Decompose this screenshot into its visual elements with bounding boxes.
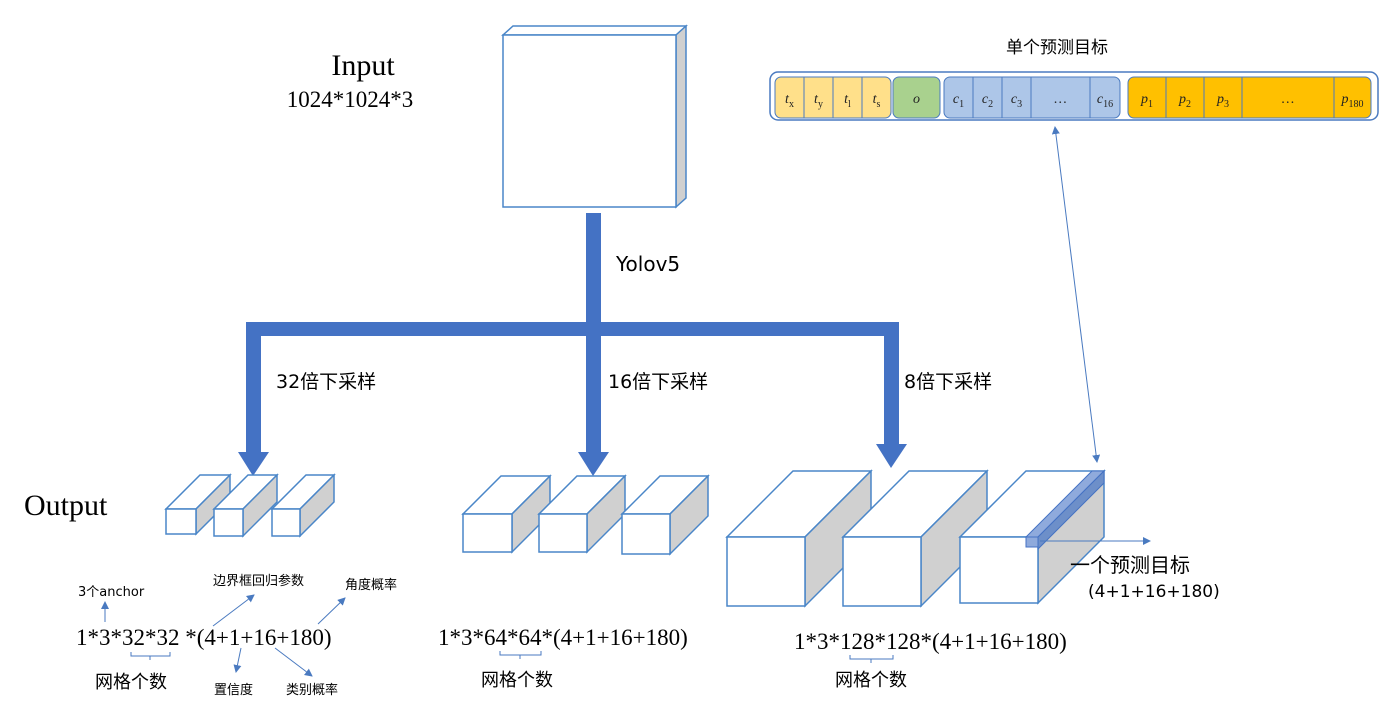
- callout-sum: (4+1+16+180): [1088, 582, 1220, 602]
- prediction-cell: c2: [982, 92, 993, 110]
- annotation-anchor: 3个anchor: [78, 585, 145, 600]
- prediction-cell: p2: [1178, 92, 1191, 110]
- prediction-group-3: c1 c2 c3 … c16: [943, 76, 1121, 119]
- cubes-32x: [164, 473, 336, 538]
- prediction-cell: ty: [814, 92, 823, 110]
- prediction-link-arrow: [1051, 126, 1101, 463]
- prediction-vector: tx ty tl ts o c1 c2 c3 … c16 p1 p2 p3 … p180: [774, 76, 1372, 119]
- annotation-angle: 角度概率: [345, 577, 397, 593]
- prediction-group-4: p1 p2 p3 … p180: [1127, 76, 1372, 119]
- cubes-16x: [461, 474, 710, 556]
- prediction-cell: …: [1282, 92, 1294, 107]
- formula-16x: 1*3*64*64*(4+1+16+180): [438, 625, 688, 650]
- prediction-cell: c1: [953, 92, 964, 110]
- grid-brace-16x: [499, 651, 542, 659]
- cubes-8x: [725, 469, 1106, 608]
- prediction-group-2: o: [892, 76, 941, 119]
- branch-8-label: 8倍下采样: [904, 371, 992, 393]
- annotation-cls: 类别概率: [286, 682, 338, 698]
- prediction-title: 单个预测目标: [1006, 38, 1108, 58]
- backbone-label: Yolov5: [615, 252, 680, 276]
- input-title: Input: [331, 49, 395, 82]
- prediction-cell: tl: [844, 92, 851, 110]
- prediction-cell: tx: [785, 92, 794, 110]
- grid-label-8x: 网格个数: [835, 670, 907, 691]
- output-label: Output: [24, 489, 108, 522]
- bbox-arrow: [212, 594, 255, 627]
- prediction-column-highlight: [1024, 469, 1106, 551]
- prediction-cell: ts: [873, 92, 881, 110]
- backbone-arrows: [238, 213, 907, 476]
- prediction-group-1: tx ty tl ts: [774, 76, 892, 119]
- formula-32x: 1*3*32*32 *(4+1+16+180): [76, 625, 331, 650]
- prediction-cell: p3: [1216, 92, 1229, 110]
- annotation-bbox: 边界框回归参数: [213, 573, 304, 589]
- conf-arrow: [233, 647, 242, 673]
- prediction-cell: p1: [1140, 92, 1153, 110]
- branch-16-label: 16倍下采样: [608, 371, 708, 393]
- angle-arrow: [317, 597, 346, 625]
- input-cube: [501, 24, 688, 209]
- formula-8x: 1*3*128*128*(4+1+16+180): [794, 629, 1067, 654]
- input-dims: 1024*1024*3: [287, 87, 414, 112]
- prediction-cell: o: [913, 92, 920, 107]
- grid-label-16x: 网格个数: [481, 670, 553, 691]
- annotation-conf: 置信度: [214, 682, 253, 698]
- prediction-cell: …: [1054, 92, 1066, 107]
- prediction-cell: c16: [1097, 92, 1113, 110]
- grid-label-32x: 网格个数: [95, 672, 167, 693]
- cls-arrow: [274, 647, 313, 677]
- prediction-cell: c3: [1011, 92, 1022, 110]
- branch-32-label: 32倍下采样: [276, 371, 376, 393]
- grid-brace-32x: [130, 652, 171, 660]
- prediction-cell: p180: [1341, 92, 1364, 110]
- grid-brace-8x: [849, 655, 894, 663]
- callout-label: 一个预测目标: [1070, 553, 1190, 577]
